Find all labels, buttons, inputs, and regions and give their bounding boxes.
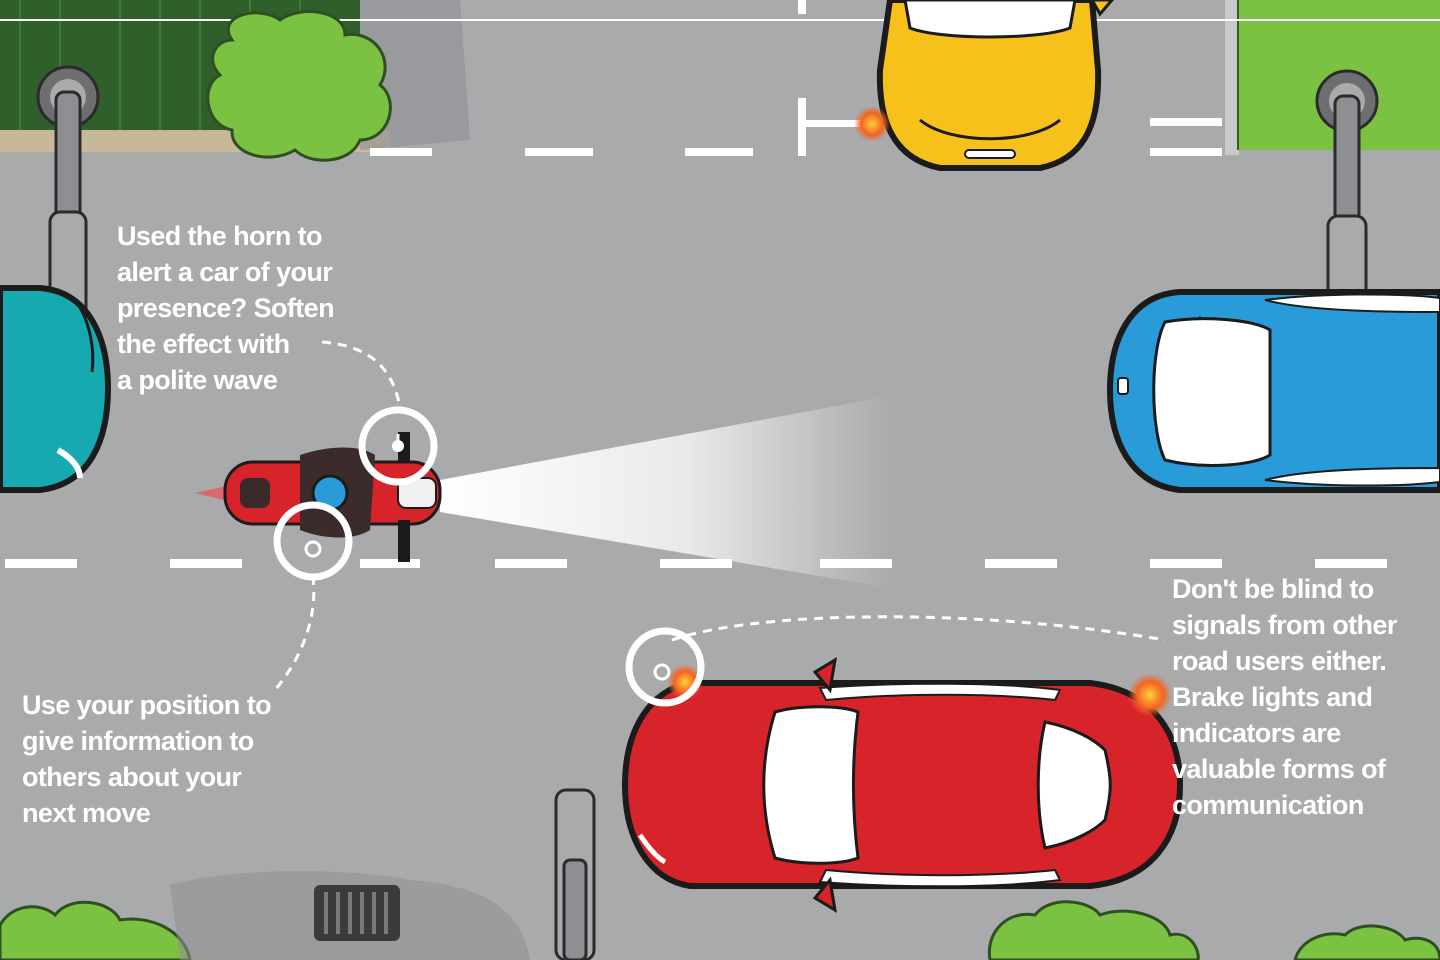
car-blue (1106, 289, 1440, 493)
leader-lines (273, 340, 1166, 691)
car-red (621, 657, 1184, 913)
car-yellow (854, 0, 1114, 171)
headlight-beam (440, 396, 890, 588)
leader-line-horn (321, 340, 402, 409)
leader-line-signals (671, 615, 1166, 642)
street-lamp-bottom (554, 788, 596, 960)
drain-grate (314, 885, 400, 941)
callout-position-text: Use your position to give information to… (22, 690, 272, 828)
callout-signals-text: Don't be blind to signals from other roa… (1172, 574, 1397, 820)
car-teal (0, 285, 112, 493)
bush-top-left (206, 10, 392, 162)
callout-ring-signals (625, 627, 705, 707)
street-lamp-right (1315, 69, 1379, 352)
callout-horn-text: Used the horn to alert a car of your pre… (117, 221, 335, 395)
bush-bottom-right (987, 900, 1440, 960)
callout-ring-horn (358, 406, 438, 486)
